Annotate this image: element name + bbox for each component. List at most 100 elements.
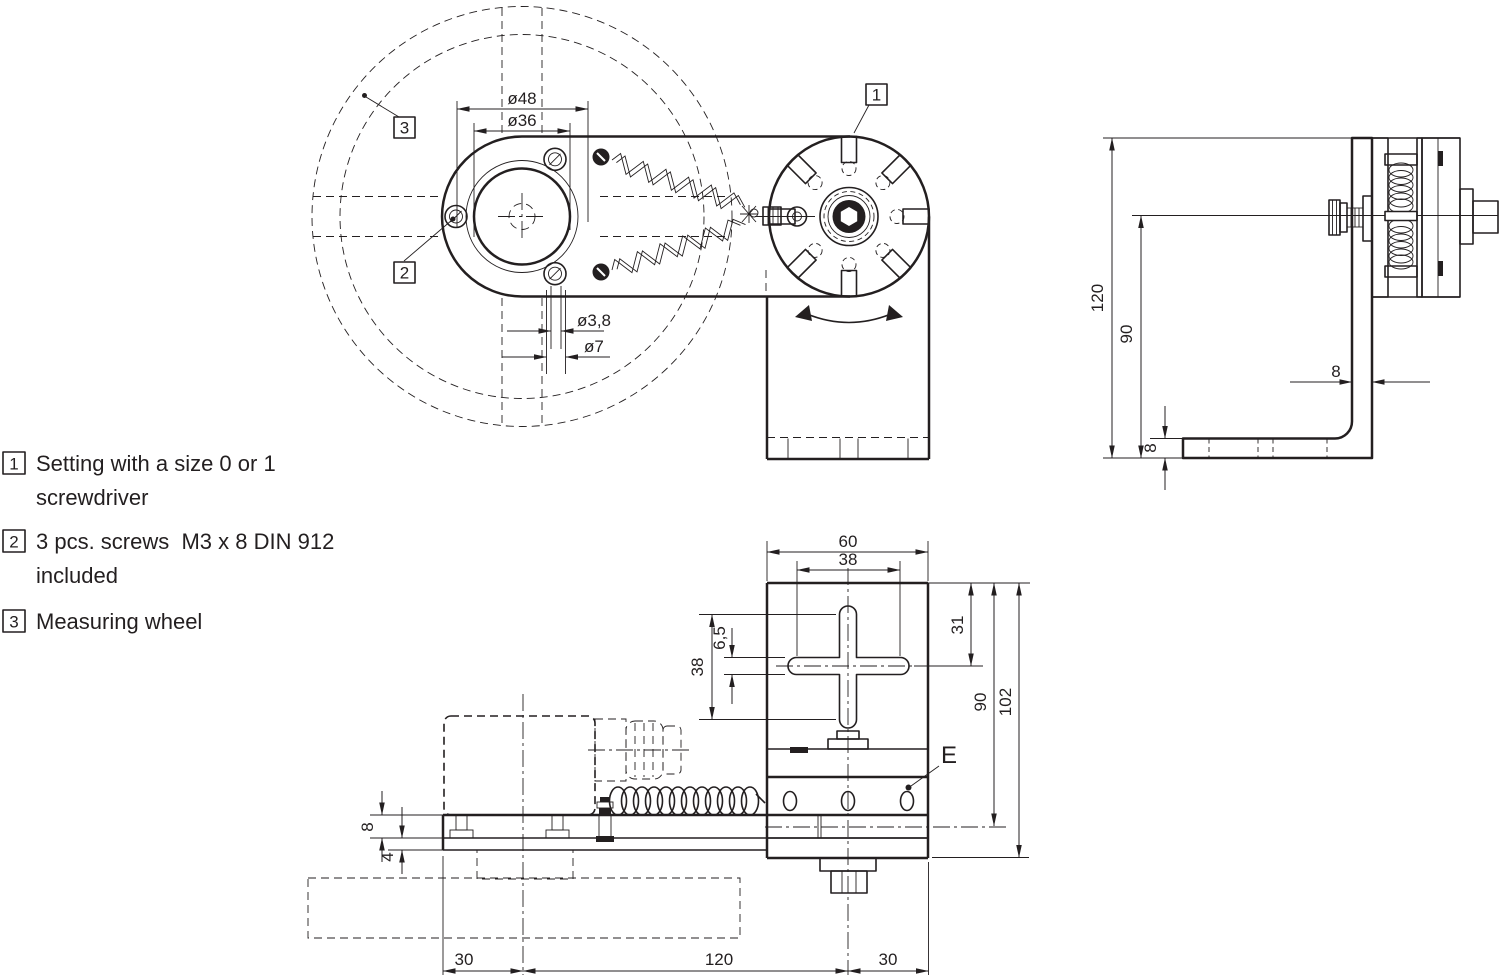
dim-slot-height-38: 38: [688, 614, 836, 720]
legend-box: [2, 529, 26, 553]
dim-label: 30: [455, 950, 474, 969]
callout-3: 3: [362, 93, 416, 139]
dial-hole: [807, 242, 823, 258]
dim-label: ø3,8: [577, 311, 611, 330]
hub-screw: [543, 147, 567, 172]
dial-hole: [841, 161, 857, 176]
dim-bottom-chain: 30 120 30: [442, 856, 929, 975]
legend-text: included: [36, 563, 118, 588]
callout-2: 2: [393, 216, 456, 284]
cable-end: [755, 793, 766, 804]
legend-text: Measuring wheel: [36, 609, 202, 634]
dim-label: 8: [1331, 362, 1340, 381]
legend-ref: 3: [9, 613, 18, 632]
bottom-view: 60 38 31 90 102 38: [307, 532, 1030, 975]
leader-line: [910, 765, 940, 787]
tension-springs: [592, 148, 815, 281]
t-bolt: [449, 814, 474, 839]
dim-axis-90: 90: [971, 582, 997, 827]
legend-box: [2, 451, 26, 475]
spring-anchor-slot: [596, 152, 606, 162]
callout-label: 1: [872, 86, 881, 105]
legend-item-1: 1 Setting with a size 0 or 1 screwdriver: [2, 451, 276, 510]
coiled-cable: [608, 786, 766, 816]
callout-E: E: [905, 742, 957, 791]
dim-counterbore: ø7: [502, 290, 610, 374]
dim-bolt-circle: ø48: [456, 89, 589, 228]
dial-notch: [840, 269, 858, 298]
motor-phantom: [443, 715, 682, 816]
mounting-bracket: [1181, 136, 1374, 460]
dim-label: 38: [688, 658, 707, 677]
rotation-arrow-icon: [795, 305, 903, 324]
dim-label: 6,5: [710, 626, 729, 650]
dim-foot-thickness: 8: [1141, 406, 1183, 490]
dim-label: 120: [705, 950, 733, 969]
dim-rail-8: 8: [358, 791, 445, 862]
dim-overall-height: 120: [1088, 137, 1115, 459]
hub-screw: [444, 204, 468, 229]
dim-label: 4: [378, 852, 397, 861]
coupling-retainer: [1384, 265, 1418, 278]
dim-label: ø48: [507, 89, 536, 108]
cross-slot: [787, 605, 910, 729]
dim-label: 90: [1117, 325, 1136, 344]
dial-notch: [881, 153, 912, 185]
callout-label: 2: [400, 264, 409, 283]
dim-label: 38: [839, 550, 858, 569]
legend-ref: 1: [9, 455, 18, 474]
dial-notch: [768, 208, 796, 225]
dim-label: 8: [1141, 443, 1160, 452]
dim-label: 31: [948, 616, 967, 635]
bolt-spacer: [1362, 195, 1373, 242]
legend-item-3: 3 Measuring wheel: [2, 609, 202, 634]
dial-hole: [875, 242, 891, 258]
hub-boss: [465, 160, 579, 273]
wheel-hub: [444, 147, 579, 286]
arm-outline: [440, 135, 523, 298]
legend: 1 Setting with a size 0 or 1 screwdriver…: [2, 451, 334, 634]
dim-plate-4: 4: [378, 807, 445, 874]
callout-label: 3: [400, 119, 409, 138]
dial-hole: [841, 257, 857, 272]
legend-text: Setting with a size 0 or 1: [36, 451, 276, 476]
dim-slot-width-65: 6,5: [710, 626, 785, 704]
encoder-dial: [767, 135, 931, 324]
phantom-block: [476, 849, 574, 880]
bracket-outline: [1181, 136, 1374, 460]
dim-axis-height: 90: [1117, 215, 1144, 459]
dim-hub-diameter: ø36: [473, 111, 571, 237]
dim-label: 60: [839, 532, 858, 551]
spring-coupling: [1384, 153, 1418, 278]
axle-nut: [827, 730, 869, 750]
adjuster-washer: [786, 206, 808, 227]
leader-dot: [362, 93, 367, 98]
dial-hole: [889, 209, 905, 224]
legend-item-2: 2 3 pcs. screws M3 x 8 DIN 912 included: [2, 529, 334, 588]
dim-label: 90: [971, 693, 990, 712]
legend-box: [2, 609, 26, 633]
leader-dot: [450, 216, 456, 222]
wheel-outer-rim: [311, 6, 733, 427]
leader-dot: [905, 784, 912, 791]
dial-notch: [786, 153, 817, 185]
legend-text: 3 pcs. screws M3 x 8 DIN 912: [36, 529, 334, 554]
legend-text: screwdriver: [36, 485, 148, 510]
housing-tab: [1438, 261, 1443, 276]
legend-ref: 2: [9, 533, 18, 552]
clamp-bolt: [1328, 195, 1373, 242]
motor-connector: [594, 718, 627, 782]
shaft-boss: [1459, 188, 1474, 245]
dial-notch: [881, 248, 912, 280]
hex-socket-hole: [840, 207, 858, 226]
coupling-hub-bar: [1384, 210, 1418, 222]
dial-hole: [875, 175, 891, 191]
measuring-wheel: [311, 6, 733, 427]
spring-coil: [611, 218, 746, 274]
dim-label: 8: [358, 822, 377, 831]
encoder-side-assembly: [1328, 137, 1499, 298]
dial-notch: [786, 248, 817, 280]
leader-line: [365, 96, 400, 118]
leader-line: [403, 219, 453, 262]
cable-clamp: [596, 797, 614, 842]
